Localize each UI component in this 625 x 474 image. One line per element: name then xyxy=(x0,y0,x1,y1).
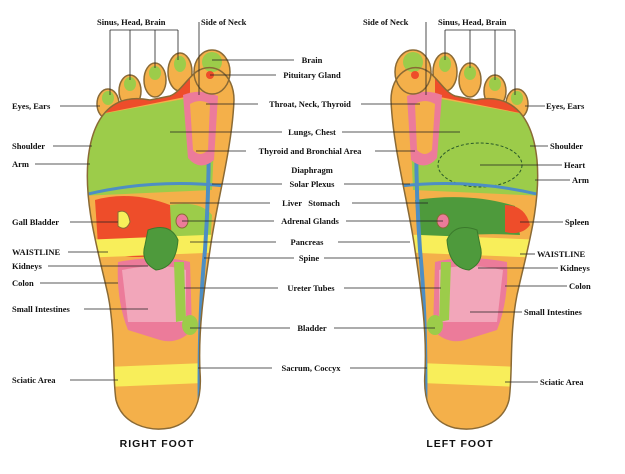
label-kidneys-left: Kidneys xyxy=(560,263,590,273)
label-small-intestines-right: Small Intestines xyxy=(12,304,71,314)
right-foot-toes xyxy=(96,52,193,120)
label-liver-stomach: Liver Stomach xyxy=(282,198,340,208)
label-gall-bladder: Gall Bladder xyxy=(12,217,59,227)
label-waistline-right: WAISTLINE xyxy=(12,247,61,257)
right-foot xyxy=(86,49,235,430)
label-arm-right: Arm xyxy=(12,159,29,169)
label-waistline-left: WAISTLINE xyxy=(537,249,586,259)
left-foot xyxy=(390,49,539,430)
label-shoulder-left: Shoulder xyxy=(550,141,583,151)
label-ureter-tubes: Ureter Tubes xyxy=(287,283,335,293)
label-shoulder-right: Shoulder xyxy=(12,141,45,151)
leader-lines xyxy=(35,22,570,383)
label-solar-plexus: Solar Plexus xyxy=(290,179,336,189)
label-sciatic-area-right: Sciatic Area xyxy=(12,375,56,385)
label-kidneys-right: Kidneys xyxy=(12,261,42,271)
label-pancreas: Pancreas xyxy=(291,237,325,247)
labels: Sinus, Head, Brain Side of Neck Eyes, Ea… xyxy=(12,17,591,450)
label-adrenal-glands: Adrenal Glands xyxy=(281,216,339,226)
label-heart: Heart xyxy=(564,160,585,170)
label-diaphragm: Diaphragm xyxy=(291,165,333,175)
left-foot-zones xyxy=(391,67,538,429)
caption-right-foot: RIGHT FOOT xyxy=(120,438,195,450)
label-throat-neck-thyroid: Throat, Neck, Thyroid xyxy=(269,99,351,109)
label-thyroid-bronchial: Thyroid and Bronchial Area xyxy=(259,146,362,156)
label-arm-left: Arm xyxy=(572,175,589,185)
label-lungs-chest: Lungs, Chest xyxy=(288,127,336,137)
label-sinus-head-brain-left: Sinus, Head, Brain xyxy=(438,17,507,27)
label-eyes-ears-right: Eyes, Ears xyxy=(12,101,51,111)
label-colon-right: Colon xyxy=(12,278,34,288)
label-bladder: Bladder xyxy=(297,323,327,333)
label-side-of-neck-left: Side of Neck xyxy=(363,17,409,27)
label-spine: Spine xyxy=(299,253,320,263)
label-small-intestines-left: Small Intestines xyxy=(524,307,583,317)
caption-left-foot: LEFT FOOT xyxy=(426,438,493,450)
label-sciatic-area-left: Sciatic Area xyxy=(540,377,584,387)
label-side-of-neck-right: Side of Neck xyxy=(201,17,247,27)
label-colon-left: Colon xyxy=(569,281,591,291)
label-sinus-head-brain-right: Sinus, Head, Brain xyxy=(97,17,166,27)
label-sacrum-coccyx: Sacrum, Coccyx xyxy=(281,363,341,373)
label-brain: Brain xyxy=(302,55,323,65)
label-eyes-ears-left: Eyes, Ears xyxy=(546,101,585,111)
label-pituitary-gland: Pituitary Gland xyxy=(283,70,341,80)
label-spleen: Spleen xyxy=(565,217,589,227)
